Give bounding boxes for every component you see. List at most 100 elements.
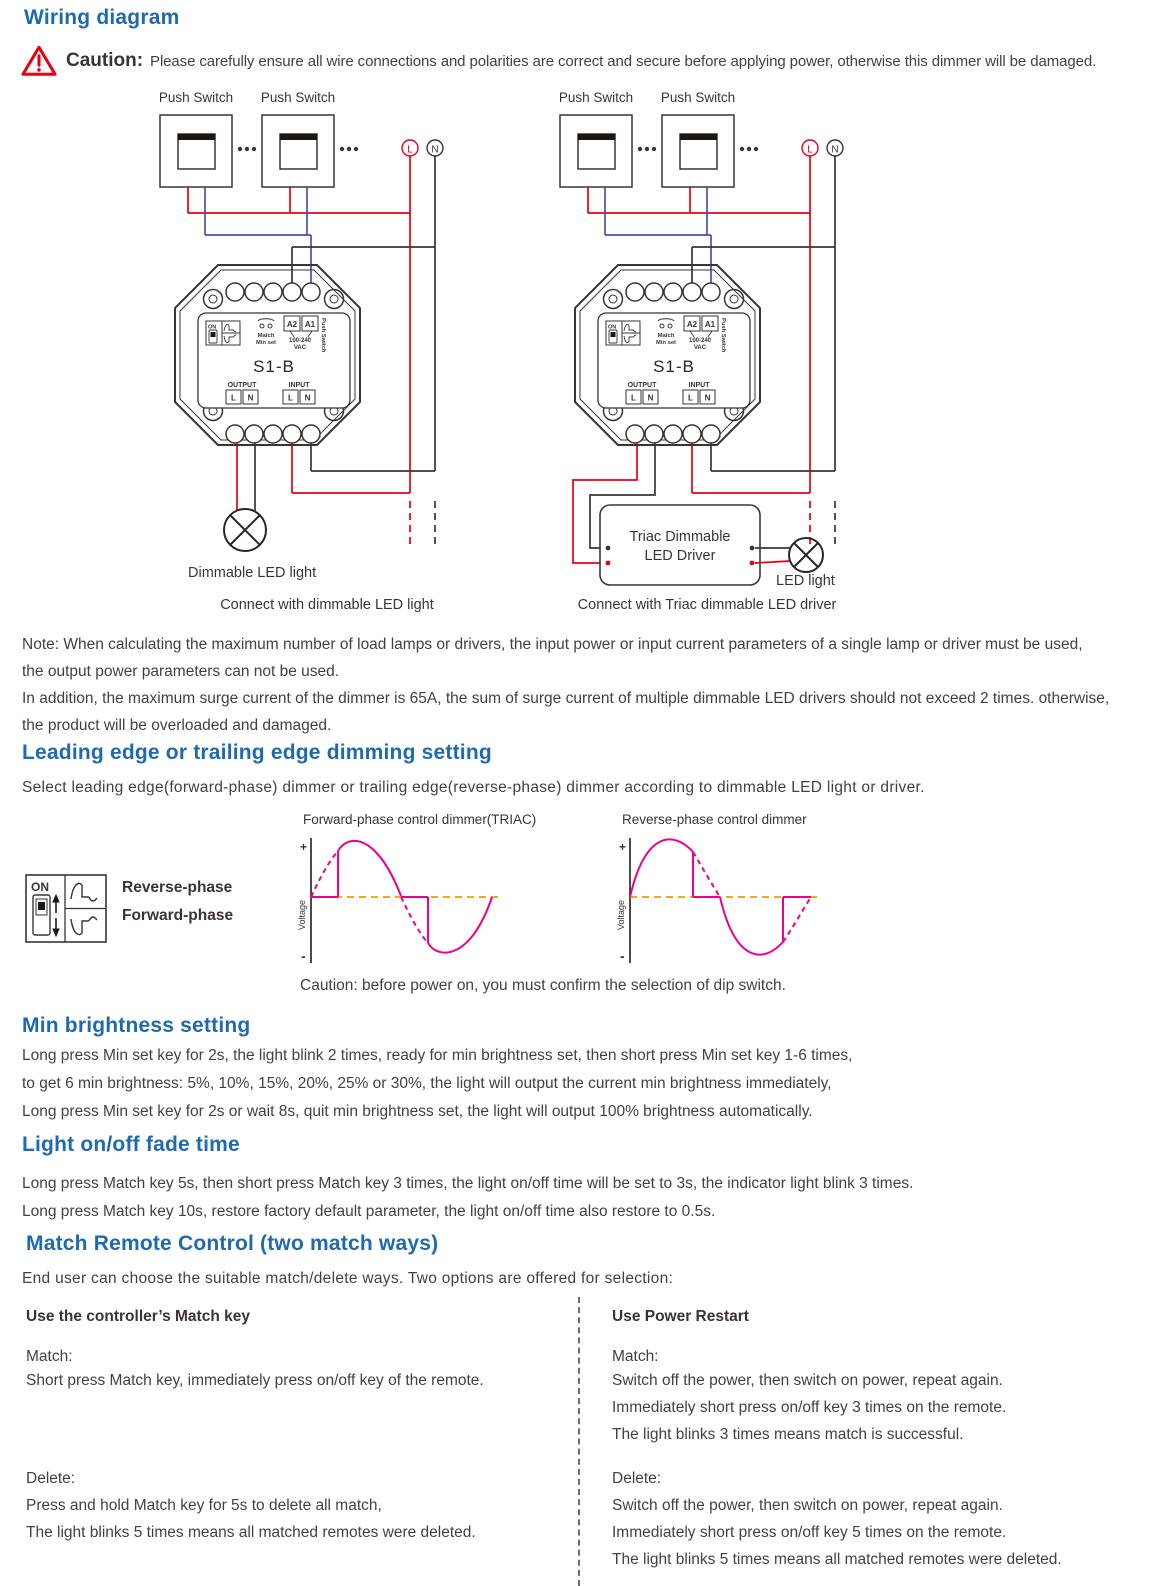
match-label: Match: [26, 1348, 73, 1365]
warning-icon [21, 45, 57, 76]
svg-text:S1-B: S1-B [653, 357, 695, 376]
caution-text: Please carefully ensure all wire connect… [150, 52, 1097, 70]
min-brightness-text: Long press Min set key for 2s, the light… [22, 1047, 853, 1120]
input-label: INPUT [289, 382, 311, 389]
svg-text:-: - [301, 948, 306, 964]
svg-text:L: L [631, 394, 636, 403]
match-key-label: Match [258, 333, 275, 339]
svg-text:N: N [705, 394, 711, 403]
match-button-icon [259, 323, 265, 329]
delete-label: Delete: [612, 1470, 662, 1487]
s1b-dimmer-device: ON Match Min set A2 A1 100-240 VAC Push … [574, 264, 761, 446]
dip-on-label: ON [31, 880, 49, 894]
svg-text:INPUT: INPUT [689, 382, 711, 389]
match-key-column: Use the controller’s Match key Match: Sh… [26, 1308, 484, 1541]
svg-text:L: L [807, 145, 813, 156]
a2-terminal-label: A2 [287, 320, 298, 329]
column-divider [578, 1297, 580, 1586]
forward-phase-wave-icon [70, 916, 98, 936]
svg-text:L: L [688, 394, 693, 403]
svg-text:OUTPUT: OUTPUT [628, 382, 658, 389]
lamp-label: Dimmable LED light [188, 565, 316, 581]
dimming-intro: Select leading edge(forward-phase) dimme… [22, 779, 925, 796]
live-terminal [401, 139, 419, 157]
dimming-section-title: Leading edge or trailing edge dimming se… [22, 741, 492, 764]
svg-text:Match: Match [658, 333, 675, 339]
min-brightness-title: Min brightness setting [22, 1014, 251, 1037]
svg-text:LED Driver: LED Driver [645, 548, 716, 564]
svg-text:N: N [648, 394, 654, 403]
push-switch-label: Push Switch [261, 90, 335, 105]
push-switch [559, 114, 735, 188]
dip-caution-text: Caution: before power on, you must confi… [300, 977, 786, 994]
fade-time-text: Long press Match key 5s, then short pres… [22, 1175, 914, 1220]
live-label: L [407, 145, 413, 156]
neutral-terminal [826, 139, 844, 157]
match-remote-title: Match Remote Control (two match ways) [26, 1232, 439, 1255]
forward-phase-waveform: + - Voltage [297, 838, 501, 964]
svg-text:L: L [231, 394, 236, 403]
dip-switch-legend: ON [25, 874, 107, 943]
model-label: S1-B [253, 357, 295, 376]
neutral-terminal [426, 139, 444, 157]
live-terminal [801, 139, 819, 157]
delete-label: Delete: [26, 1470, 76, 1487]
match-button-icon [659, 323, 665, 329]
terminal-holes [225, 282, 321, 444]
reverse-phase-waveform: + - Voltage [616, 838, 820, 964]
vac-label: 100-240 [289, 338, 312, 344]
svg-text:Min set: Min set [656, 340, 676, 346]
wiring-diagram-triac-driver: Push Switch Push Switch L [559, 90, 844, 613]
push-switch-label: Push Switch [661, 90, 735, 105]
svg-text:A1: A1 [705, 320, 716, 329]
push-switch-label: Push Switch [559, 90, 633, 105]
a1-terminal-label: A1 [305, 320, 316, 329]
min-set-key-label: Min set [256, 340, 276, 346]
match-key-column-heading: Use the controller’s Match key [26, 1308, 250, 1325]
svg-text:-: - [620, 948, 625, 964]
svg-text:A2: A2 [687, 320, 698, 329]
power-restart-column-heading: Use Power Restart [612, 1308, 749, 1325]
ellipsis-dots [237, 146, 359, 152]
svg-text:Voltage: Voltage [297, 900, 307, 930]
diagram1-caption: Connect with dimmable LED light [220, 597, 434, 613]
reverse-phase-wave-icon [70, 882, 98, 902]
reverse-chart-title: Reverse-phase control dimmer [622, 812, 807, 827]
push-switch-label: Push Switch [159, 90, 233, 105]
match-label: Match: [612, 1348, 659, 1365]
page-title: Wiring diagram [24, 6, 180, 29]
dimmable-led-lamp-symbol [223, 508, 267, 552]
up-down-arrows [52, 893, 60, 938]
match-remote-intro: End user can choose the suitable match/d… [22, 1270, 674, 1287]
dip-on-label: ON [208, 325, 216, 331]
svg-text:Push Switch: Push Switch [720, 318, 726, 353]
caution-row: Caution: Please carefully ensure all wir… [20, 44, 1096, 78]
svg-text:+: + [619, 840, 626, 854]
push-switch-side-label: Push Switch [320, 318, 326, 353]
output-label: OUTPUT [228, 382, 258, 389]
terminal-holes [625, 282, 721, 444]
vac-label2: VAC [294, 345, 307, 351]
svg-text:N: N [248, 394, 254, 403]
forward-chart-title: Forward-phase control dimmer(TRIAC) [303, 812, 537, 827]
s1b-dimmer-device: ON Match Min set A2 A1 100-240 VAC Push … [174, 264, 361, 446]
fade-time-title: Light on/off fade time [22, 1133, 240, 1156]
caution-label: Caution: [66, 50, 144, 71]
lamp-label: LED light [776, 573, 835, 589]
svg-text:+: + [300, 840, 307, 854]
svg-text:VAC: VAC [694, 345, 707, 351]
reverse-phase-label: Reverse-phase [122, 879, 233, 896]
led-lamp-symbol [788, 537, 824, 573]
note-text: Note: When calculating the maximum numbe… [22, 636, 1110, 734]
neutral-label: N [431, 145, 438, 156]
svg-text:N: N [305, 394, 311, 403]
power-restart-column: Use Power Restart Match: Switch off the … [612, 1308, 1062, 1568]
diagram2-caption: Connect with Triac dimmable LED driver [578, 597, 837, 613]
svg-text:Voltage: Voltage [616, 900, 626, 930]
forward-phase-label: Forward-phase [122, 907, 234, 924]
svg-text:Triac Dimmable: Triac Dimmable [630, 529, 731, 545]
svg-text:N: N [831, 145, 838, 156]
svg-text:L: L [288, 394, 293, 403]
svg-text:ON: ON [608, 325, 616, 331]
ellipsis-dots [637, 146, 759, 152]
